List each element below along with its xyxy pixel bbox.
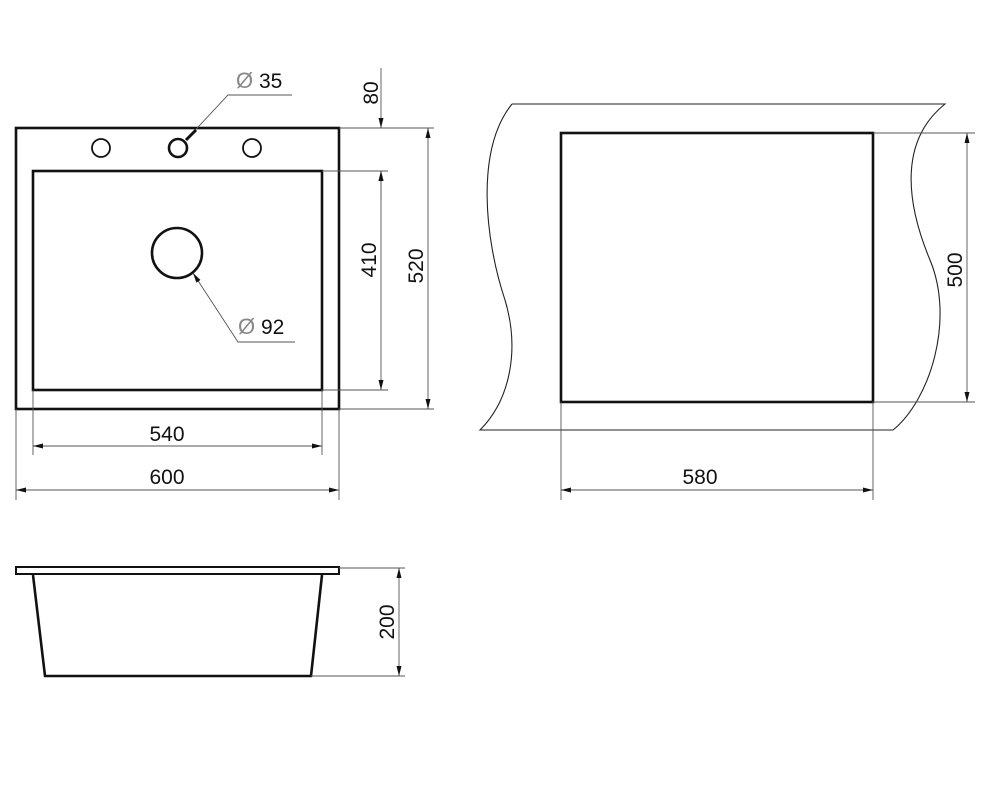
tap-hole-left bbox=[91, 138, 111, 158]
cutout-view: 500 580 bbox=[478, 103, 975, 500]
drain-diameter-label: 92 bbox=[261, 316, 284, 339]
tap-hole-leader bbox=[185, 94, 292, 141]
tap-hole-right bbox=[242, 138, 262, 158]
tap-hole-diameter-label: 35 bbox=[259, 70, 282, 93]
dim-label-total-width: 600 bbox=[149, 466, 184, 489]
bowl-profile bbox=[31, 574, 324, 678]
dim-label-cutout-width: 580 bbox=[682, 466, 717, 489]
diameter-symbol: Ø bbox=[238, 314, 255, 339]
countertop-outline bbox=[478, 103, 947, 431]
dim-label-depth: 200 bbox=[376, 604, 399, 639]
cutout-outline bbox=[559, 131, 875, 404]
dim-label-total-length: 520 bbox=[405, 248, 428, 283]
sink-outline bbox=[14, 126, 341, 411]
diameter-symbol: Ø bbox=[236, 68, 253, 93]
drain-hole bbox=[150, 226, 204, 280]
dim-label-bowl-width: 540 bbox=[149, 423, 184, 446]
dim-label-cutout-length: 500 bbox=[944, 252, 967, 287]
drain-leader bbox=[192, 272, 295, 343]
sink-rim bbox=[15, 566, 340, 575]
dim-label-bowl-length: 410 bbox=[358, 242, 381, 277]
top-view: Ø 35 Ø 92 80 410 520 540 600 bbox=[14, 68, 434, 500]
dim-label-tap-offset: 80 bbox=[360, 81, 383, 104]
bowl-outline bbox=[31, 169, 324, 392]
tap-hole-center bbox=[167, 137, 189, 159]
side-view: 200 bbox=[15, 566, 405, 678]
